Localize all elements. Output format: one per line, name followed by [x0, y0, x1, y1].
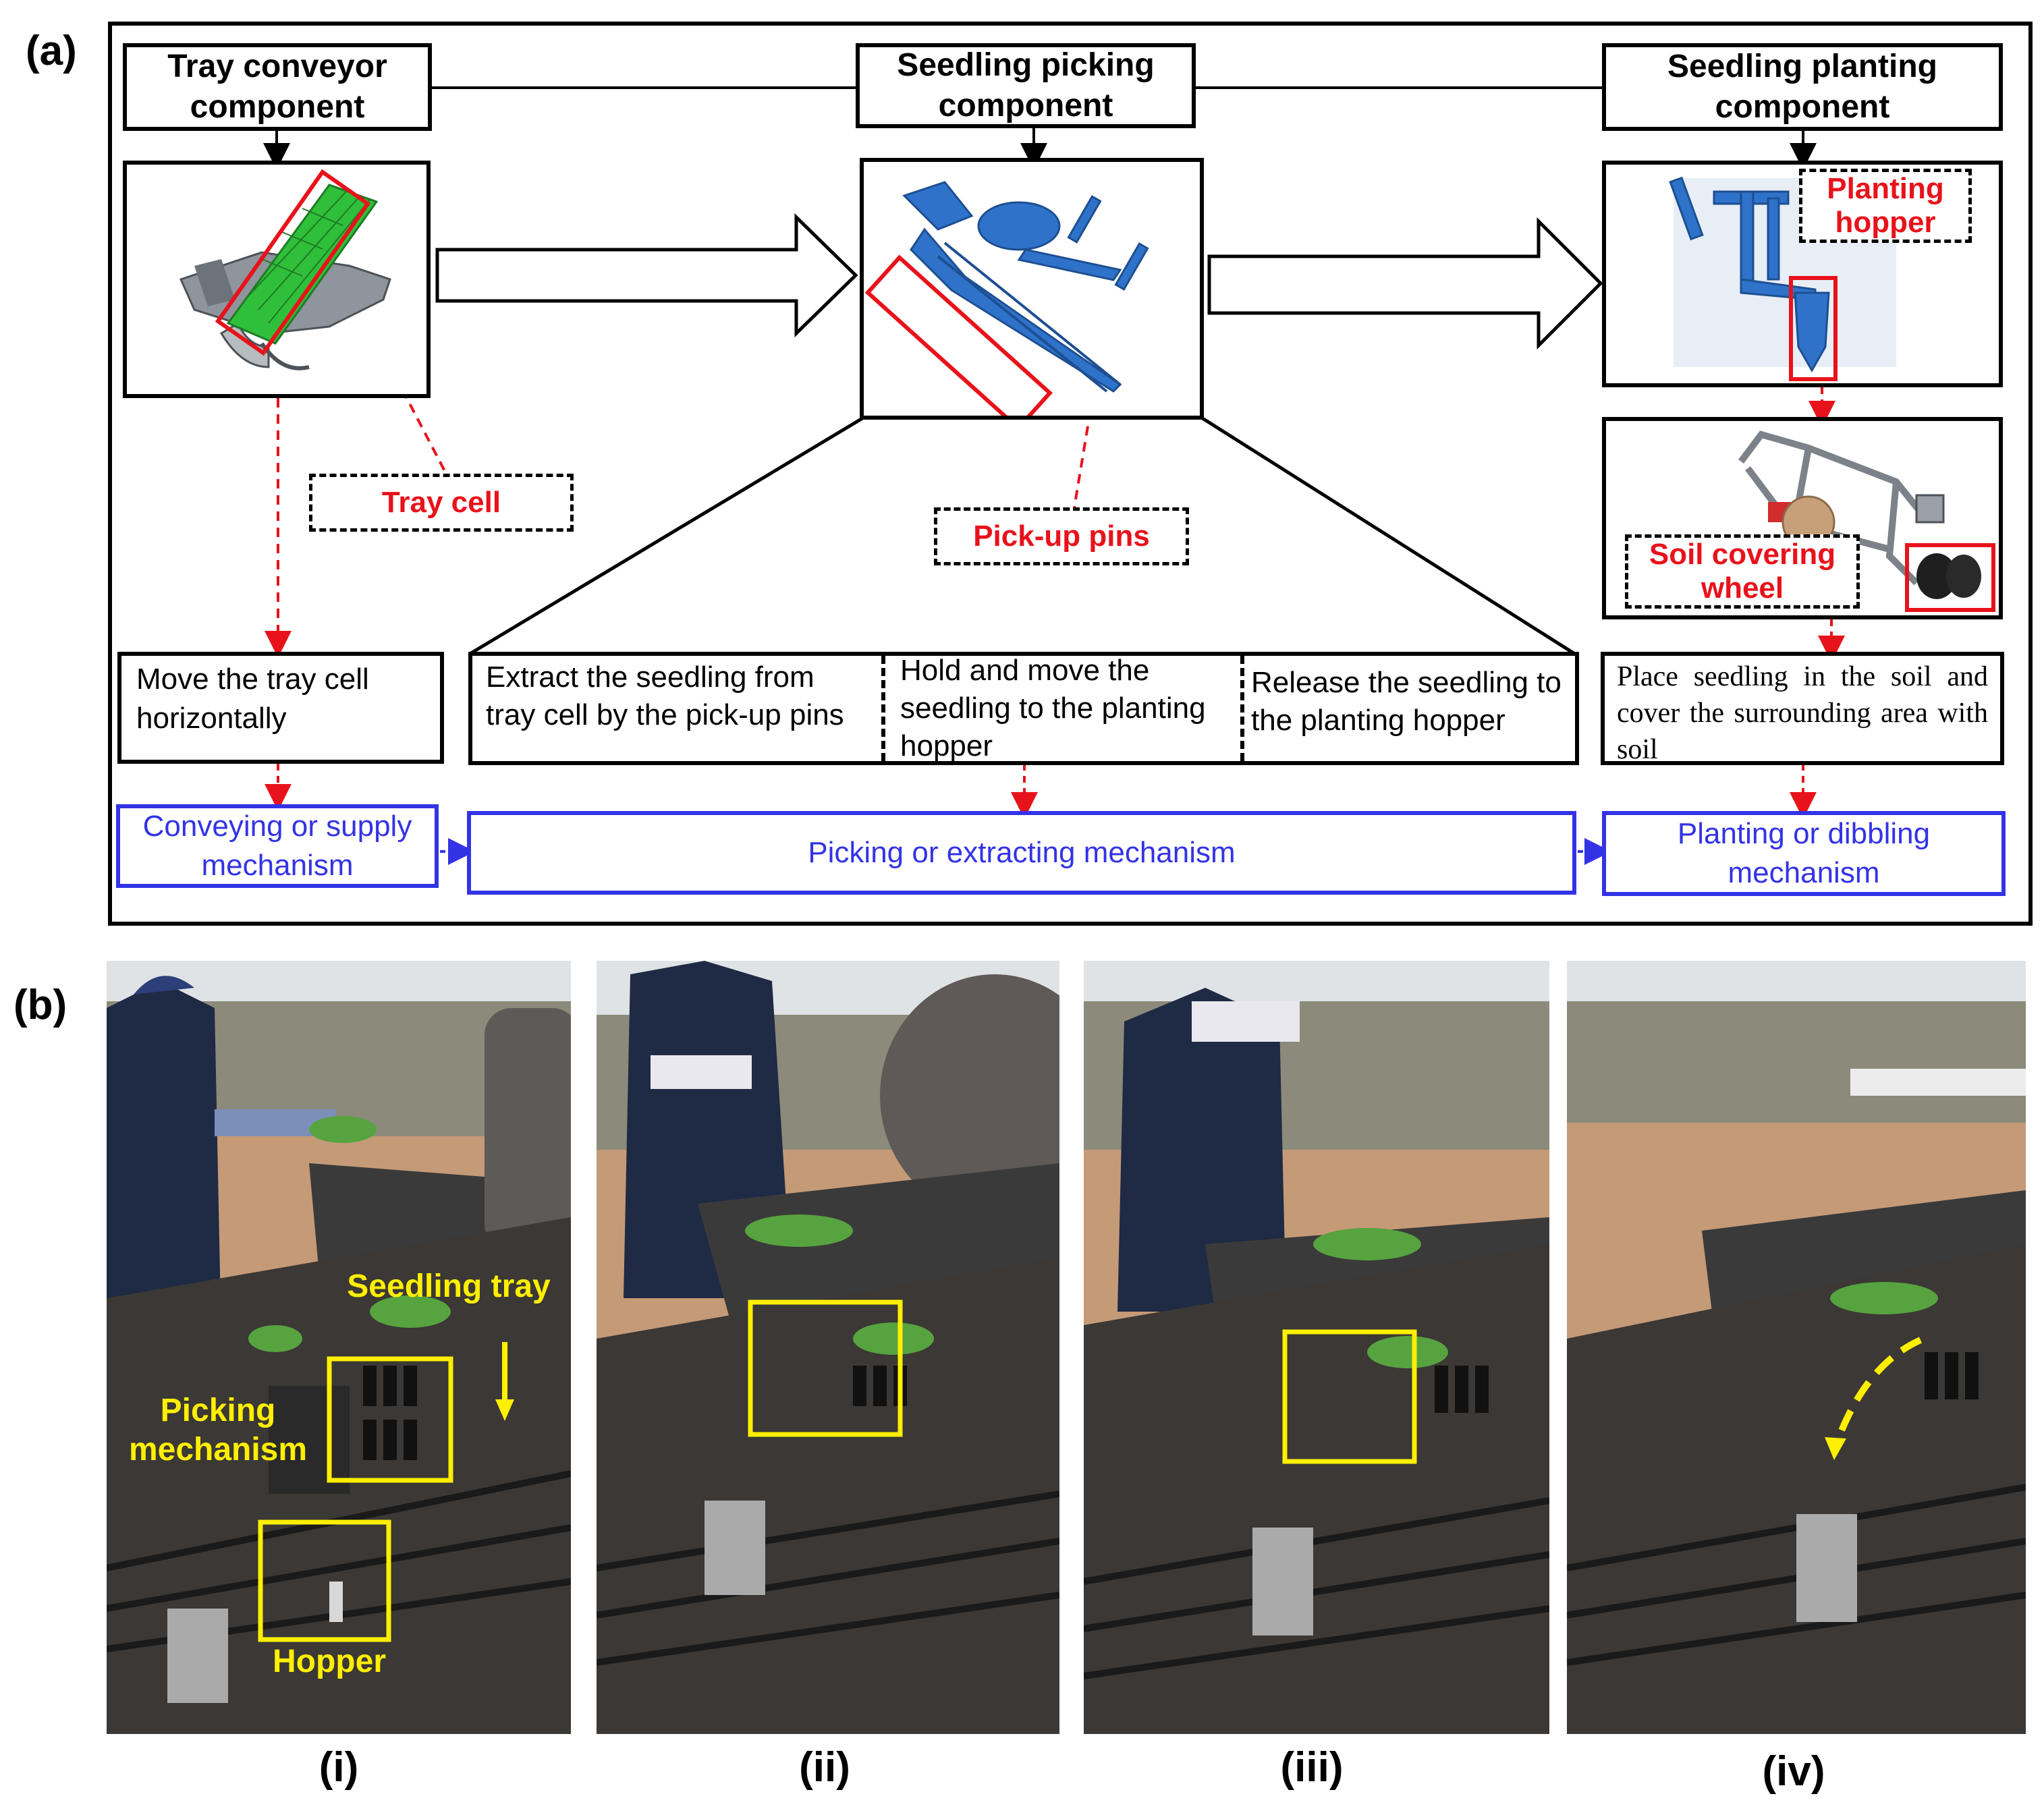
field-photo-ii — [597, 961, 1059, 1734]
photo-i: Seedling tray Picking mechanism Hopper — [107, 961, 571, 1734]
flow-arrow-1 — [435, 213, 858, 337]
panel-a-label: (a) — [26, 28, 77, 74]
label-hopper: Hopper — [273, 1644, 386, 1679]
field-photo-iii — [1084, 961, 1549, 1734]
seedling-drop-arrow — [1832, 1337, 1923, 1448]
step-extract: Extract the seedling from tray cell by t… — [486, 661, 844, 731]
label-seedling-tray: Seedling tray — [347, 1268, 551, 1304]
planting-hopper-highlight — [1789, 276, 1838, 381]
mechanism-picking: Picking or extracting mechanism — [467, 811, 1576, 895]
header-seedling-planting: Seedling planting component — [1602, 43, 2003, 131]
tray-conveyor-model — [123, 161, 431, 398]
step-divider — [881, 656, 885, 761]
pins-leader — [1073, 410, 1092, 508]
photo-label-i: (i) — [319, 1744, 359, 1791]
seedling-picking-model — [860, 158, 1204, 431]
zoom-line-left — [470, 416, 864, 655]
photo-ii — [597, 961, 1059, 1734]
picking-mechanism-box — [748, 1299, 903, 1437]
field-photo-i — [107, 961, 571, 1734]
hopper-box — [258, 1519, 391, 1642]
photo-label-iv: (iv) — [1762, 1748, 1825, 1795]
field-photo-iv — [1567, 961, 2026, 1734]
callout-tray-cell: Tray cell — [309, 474, 574, 532]
photo-iii — [1084, 961, 1549, 1734]
seedling-picking-illustration — [864, 181, 1149, 431]
step-hold-move: Hold and move the seedling to the planti… — [900, 654, 1206, 762]
picking-mechanism-box — [1282, 1329, 1417, 1464]
pick-up-pins-highlight — [864, 254, 1053, 431]
callout-soil-covering-wheel: Soil covering wheel — [1625, 534, 1860, 609]
picking-mechanism-box — [327, 1356, 453, 1483]
panel-a-connectors — [263, 86, 1907, 865]
photo-label-iii: (iii) — [1280, 1744, 1344, 1791]
mechanism-conveying: Conveying or supply mechanism — [116, 804, 439, 888]
zoom-line-right — [1201, 416, 1575, 655]
step-move-tray: Move the tray cell horizontally — [117, 652, 444, 764]
step-release: Release the seedling to the planting hop… — [1251, 666, 1562, 737]
callout-planting-hopper: Planting hopper — [1799, 169, 1972, 243]
label-picking-mechanism: Picking mechanism — [128, 1393, 308, 1467]
step-place-seedling: Place seedling in the soil and cover the… — [1601, 652, 2004, 765]
step-row-picking: Extract the seedling from tray cell by t… — [468, 652, 1579, 765]
flow-arrow-2 — [1207, 217, 1603, 350]
tray-conveyor-illustration — [179, 169, 391, 370]
photo-iv — [1567, 961, 2026, 1734]
callout-pick-up-pins: Pick-up pins — [934, 507, 1189, 565]
soil-wheel-highlight — [1905, 543, 1995, 612]
step-divider — [1240, 656, 1244, 761]
header-tray-conveyor: Tray conveyor component — [123, 43, 432, 131]
mechanism-planting: Planting or dibbling mechanism — [1602, 811, 2006, 896]
panel-a-frame — [108, 22, 2033, 926]
panel-b-label: (b) — [13, 982, 67, 1028]
header-seedling-picking: Seedling picking component — [856, 43, 1196, 128]
photo-label-ii: (ii) — [799, 1744, 850, 1791]
tray-cell-highlight — [215, 169, 371, 356]
